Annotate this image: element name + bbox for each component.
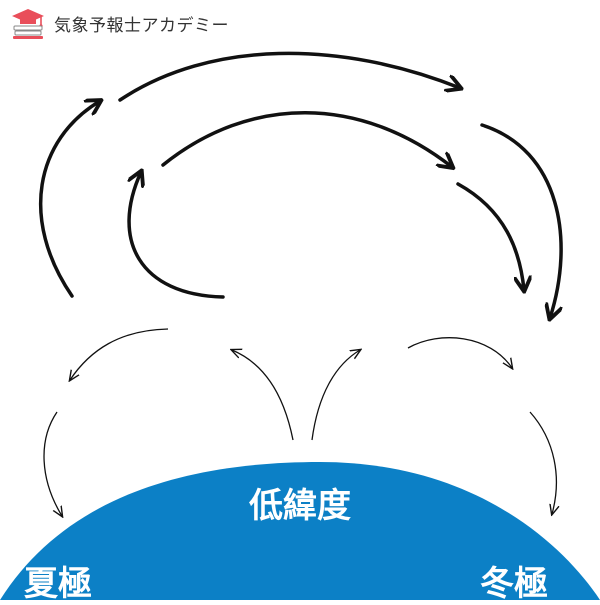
site-header: 気象予報士アカデミー [8, 6, 229, 40]
winter-pole-label: 冬極 [480, 564, 548, 604]
inner-arrow-right-descend [456, 182, 524, 290]
brand-name: 気象予報士アカデミー [54, 15, 229, 36]
earth-dome [0, 462, 600, 600]
inner-arrow-left-rise [129, 172, 225, 299]
upper-arrow-top [118, 51, 460, 102]
graduation-cap-books-icon [12, 9, 44, 39]
low-latitude-label: 低緯度 [249, 486, 351, 526]
thin-arrow-right-upper [407, 337, 512, 368]
thin-arrow-center-left [232, 350, 294, 441]
inner-arrow-top [161, 111, 452, 167]
thin-arrow-center-right [311, 350, 360, 441]
thin-arrow-left-lower [43, 411, 62, 516]
upper-arrow-right-descend [480, 123, 563, 318]
thin-arrow-left-upper [70, 328, 169, 380]
upper-arrow-left-rise [39, 101, 100, 298]
summer-pole-label: 夏極 [24, 564, 92, 604]
thin-arrow-right-lower [529, 411, 556, 514]
